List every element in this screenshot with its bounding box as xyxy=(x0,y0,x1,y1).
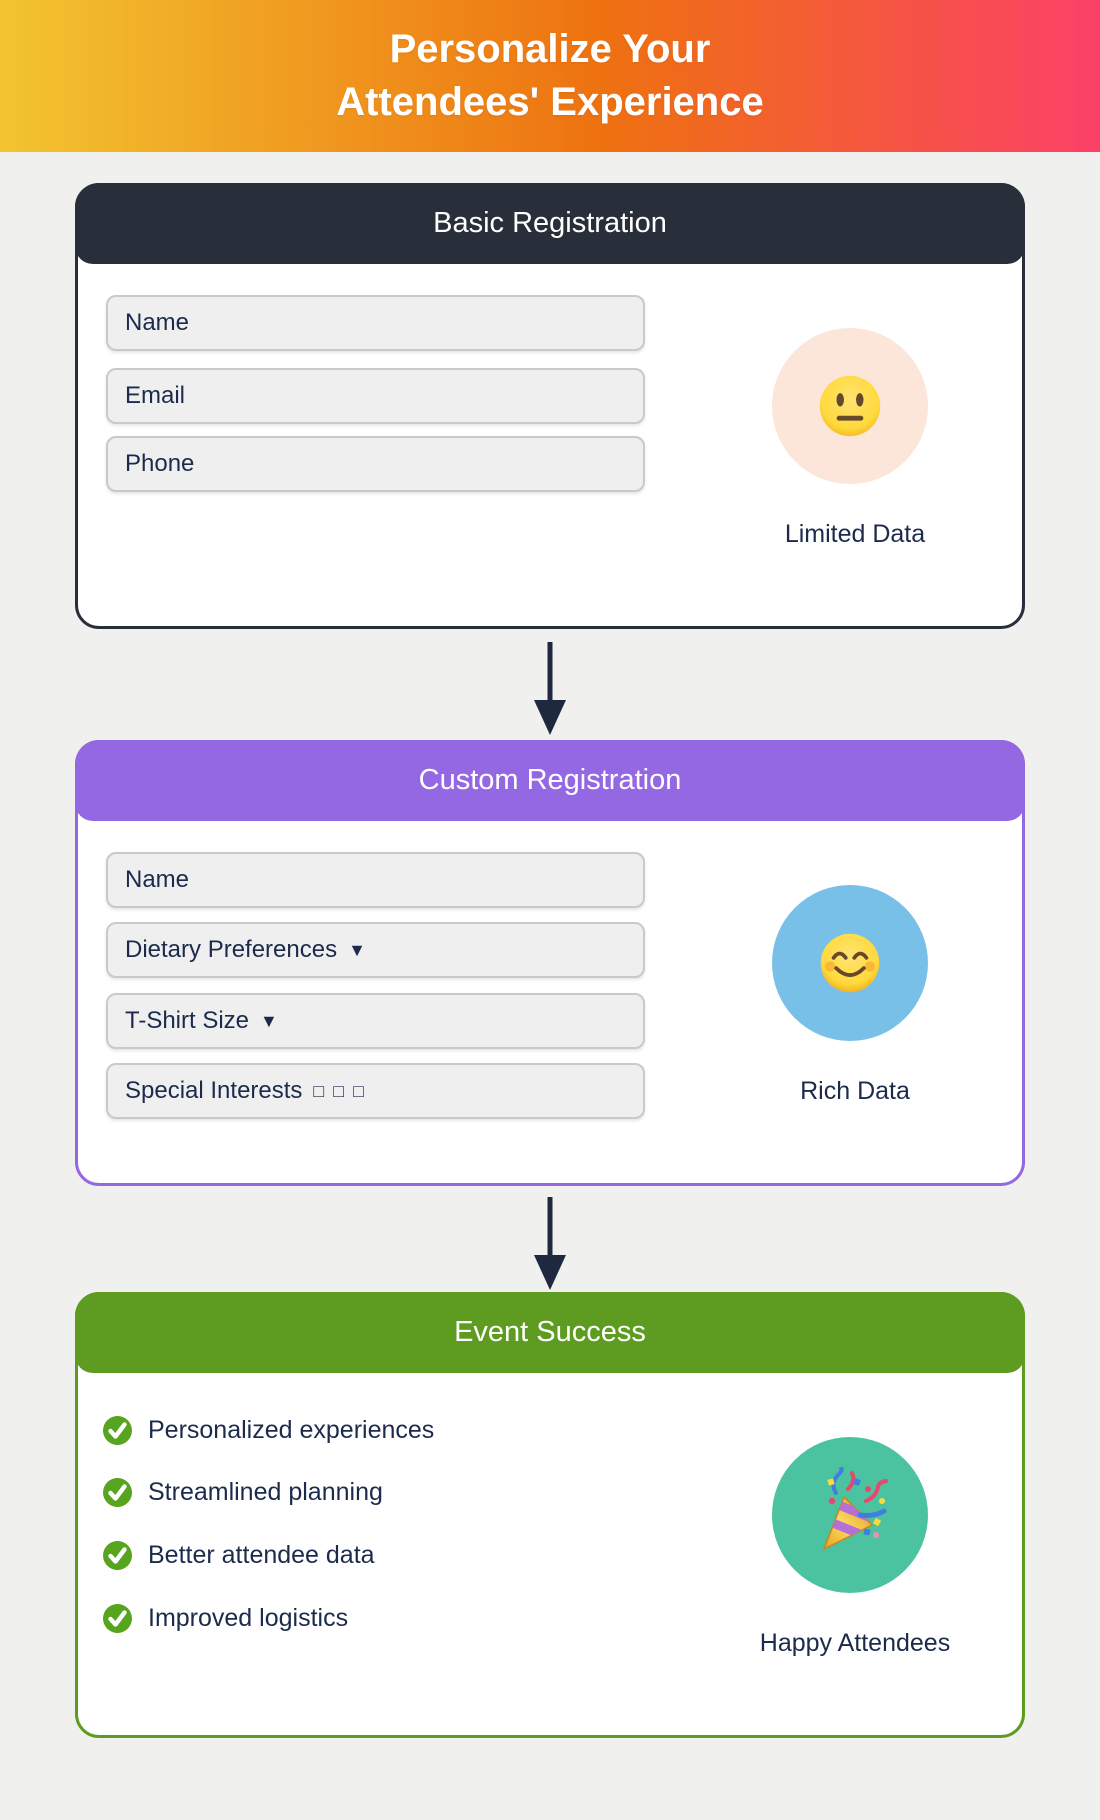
event-success-title: Event Success xyxy=(454,1316,646,1348)
page-title-line-2: Attendees' Experience xyxy=(336,80,764,124)
custom-registration-header: Custom Registration xyxy=(75,740,1025,821)
checklist-item: Better attendee data xyxy=(103,1538,375,1572)
limited-data-circle xyxy=(772,328,928,484)
check-circle-icon xyxy=(103,1540,132,1570)
dietary-preferences-dropdown[interactable]: Dietary Preferences ▼ xyxy=(106,922,645,978)
custom-registration-card: Custom Registration Name Dietary Prefere… xyxy=(75,740,1025,1186)
dietary-preferences-label: Dietary Preferences xyxy=(125,936,338,963)
flow-arrow-down-2 xyxy=(534,1197,566,1290)
happy-attendees-label: Happy Attendees xyxy=(759,1629,951,1657)
check-circle-icon xyxy=(103,1603,132,1633)
tshirt-size-label: T-Shirt Size xyxy=(125,1007,250,1034)
limited-data-label: Limited Data xyxy=(784,520,926,548)
custom-name-field-label: Name xyxy=(125,866,190,893)
phone-field-label: Phone xyxy=(125,450,195,477)
checklist-item-text: Improved logistics xyxy=(148,1603,349,1632)
phone-field[interactable]: Phone xyxy=(106,436,645,492)
checklist-item-text: Personalized experiences xyxy=(148,1415,435,1444)
special-interests-checkboxes[interactable]: Special Interests □ □ □ xyxy=(106,1063,645,1119)
dropdown-arrow-icon: ▼ xyxy=(260,1010,280,1031)
happy-attendees-circle xyxy=(772,1437,928,1593)
event-success-card: Event Success Personalized experiences S… xyxy=(75,1292,1025,1738)
checklist-item: Streamlined planning xyxy=(103,1475,383,1509)
page-header: Personalize Your Attendees' Experience xyxy=(0,0,1100,152)
checklist-item: Personalized experiences xyxy=(103,1413,434,1447)
basic-registration-card: Basic Registration Name Email Phone Limi… xyxy=(75,183,1025,629)
page-title-line-1: Personalize Your xyxy=(389,27,711,71)
checklist-item: Improved logistics xyxy=(103,1601,348,1635)
custom-registration-title: Custom Registration xyxy=(418,764,682,796)
name-field-label: Name xyxy=(125,309,190,336)
check-circle-icon xyxy=(103,1415,132,1445)
dropdown-arrow-icon: ▼ xyxy=(348,939,368,960)
party-popper-emoji xyxy=(822,1467,888,1551)
basic-registration-title: Basic Registration xyxy=(433,207,667,239)
smiling-face-emoji xyxy=(820,933,880,993)
rich-data-circle xyxy=(772,885,928,1041)
email-field-label: Email xyxy=(125,382,186,409)
flow-arrow-down-1 xyxy=(534,642,566,735)
check-circle-icon xyxy=(103,1477,132,1507)
custom-name-field[interactable]: Name xyxy=(106,852,645,908)
tshirt-size-dropdown[interactable]: T-Shirt Size ▼ xyxy=(106,993,645,1049)
name-field[interactable]: Name xyxy=(106,295,645,351)
neutral-face-emoji xyxy=(819,375,881,437)
checkboxes-icon: □ □ □ xyxy=(313,1080,367,1101)
special-interests-label: Special Interests xyxy=(125,1077,303,1104)
checklist-item-text: Better attendee data xyxy=(148,1540,375,1569)
checklist-item-text: Streamlined planning xyxy=(148,1477,383,1506)
email-field[interactable]: Email xyxy=(106,368,645,424)
rich-data-label: Rich Data xyxy=(800,1077,910,1105)
basic-registration-header: Basic Registration xyxy=(75,183,1025,264)
event-success-header: Event Success xyxy=(75,1292,1025,1373)
